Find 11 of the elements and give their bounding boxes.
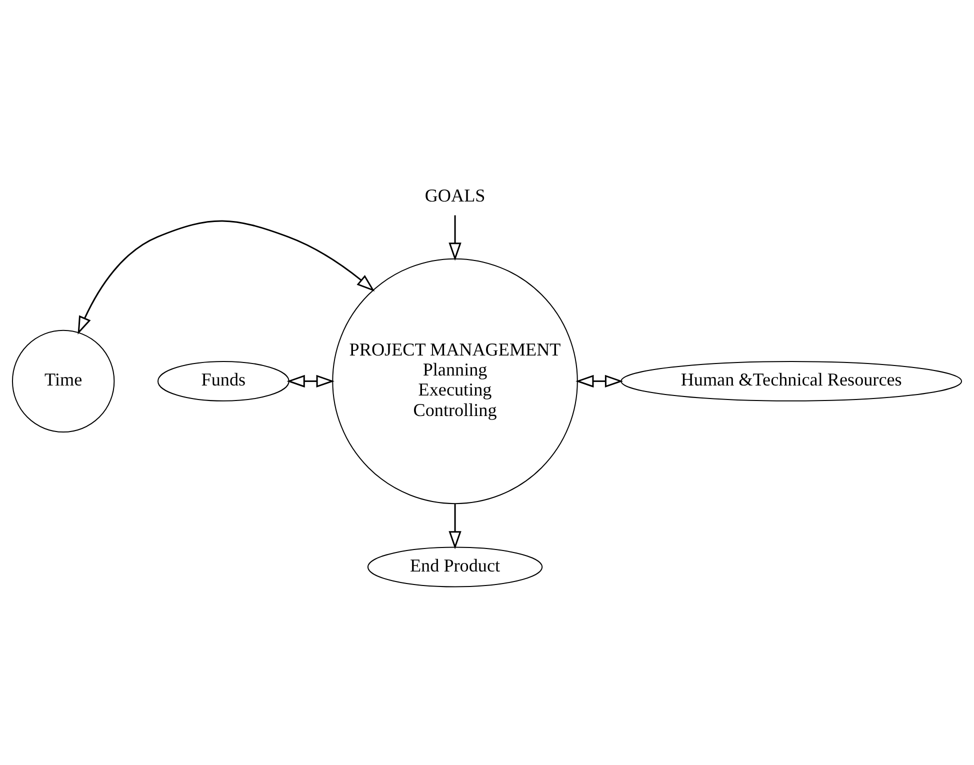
node-ellipse: Human &Technical Resources [620,360,962,401]
node-text: GOALS [424,185,486,206]
arrow [78,220,375,334]
arrow [576,374,624,388]
node-circle: PROJECT MANAGEMENT Planning Executing Controlling [332,258,578,504]
node-ellipse: End Product [367,546,543,587]
arrow [448,214,462,260]
arrow [448,504,462,549]
node-ellipse: Funds [157,360,290,401]
arrow [286,374,334,388]
node-circle: Time [12,329,115,432]
